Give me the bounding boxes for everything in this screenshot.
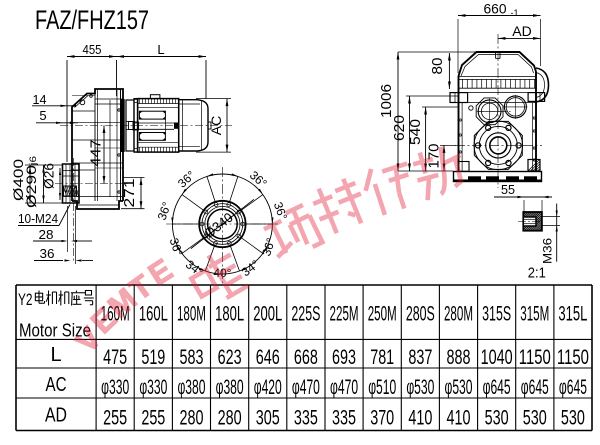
svg-text:φ530: φ530 <box>444 376 472 399</box>
svg-text:φ380: φ380 <box>216 376 244 399</box>
svg-text:781: 781 <box>370 346 394 369</box>
svg-text:1150: 1150 <box>557 346 589 369</box>
svg-text:φ420: φ420 <box>254 376 282 399</box>
svg-text:170: 170 <box>426 144 443 169</box>
svg-text:660: 660 <box>484 1 507 17</box>
svg-text:36°: 36° <box>271 200 290 222</box>
svg-text:φ645: φ645 <box>559 376 587 399</box>
svg-text:280: 280 <box>179 407 203 430</box>
svg-text:370: 370 <box>370 407 394 430</box>
svg-text:FAZ/FHZ157: FAZ/FHZ157 <box>35 5 149 35</box>
svg-text:160L: 160L <box>139 303 168 326</box>
svg-text:271: 271 <box>121 179 138 208</box>
svg-text:55: 55 <box>501 182 515 197</box>
svg-text:1040: 1040 <box>481 346 513 369</box>
svg-text:305: 305 <box>256 407 280 430</box>
svg-text:φ510: φ510 <box>368 376 396 399</box>
svg-text:L: L <box>157 42 164 57</box>
svg-text:AC: AC <box>46 374 67 396</box>
svg-text:315S: 315S <box>482 303 511 326</box>
svg-text:L: L <box>50 344 61 366</box>
svg-text:255: 255 <box>103 407 127 430</box>
svg-text:455: 455 <box>83 42 102 57</box>
svg-text:AD: AD <box>45 405 67 427</box>
svg-text:335: 335 <box>332 407 356 430</box>
svg-text:837: 837 <box>408 346 432 369</box>
svg-text:646: 646 <box>256 346 280 369</box>
svg-text:410: 410 <box>446 407 470 430</box>
svg-text:28: 28 <box>39 227 54 242</box>
svg-text:225M: 225M <box>330 303 359 326</box>
svg-text:-1: -1 <box>511 8 519 18</box>
svg-text:36: 36 <box>40 246 55 261</box>
svg-text:623: 623 <box>218 346 242 369</box>
svg-text:530: 530 <box>561 407 585 430</box>
svg-text:14: 14 <box>33 92 47 107</box>
svg-text:10-M24: 10-M24 <box>18 211 58 226</box>
svg-text:80: 80 <box>429 58 446 75</box>
svg-text:Y2: Y2 <box>18 290 33 309</box>
svg-text:335: 335 <box>294 407 318 430</box>
svg-text:36°: 36° <box>167 236 186 258</box>
svg-text:5: 5 <box>39 108 46 123</box>
svg-text:Ø400: Ø400 <box>11 159 26 201</box>
svg-text:AC: AC <box>208 116 224 135</box>
svg-text:1150: 1150 <box>519 346 551 369</box>
svg-text:M36: M36 <box>541 238 555 264</box>
svg-text:315M: 315M <box>520 303 549 326</box>
svg-text:Ø290j6: Ø290j6 <box>24 156 39 208</box>
svg-text:255: 255 <box>141 407 165 430</box>
svg-text:888: 888 <box>446 346 470 369</box>
svg-text:180M: 180M <box>177 303 206 326</box>
svg-text:410: 410 <box>408 407 432 430</box>
svg-text:φ470: φ470 <box>292 376 320 399</box>
svg-text:225S: 225S <box>291 303 320 326</box>
svg-text:φ530: φ530 <box>406 376 434 399</box>
svg-text:φ645: φ645 <box>521 376 549 399</box>
svg-text:280S: 280S <box>406 303 435 326</box>
svg-text:668: 668 <box>294 346 318 369</box>
svg-text:583: 583 <box>179 346 203 369</box>
svg-text:φ380: φ380 <box>177 376 205 399</box>
svg-text:280M: 280M <box>444 303 473 326</box>
svg-text:Motor Size: Motor Size <box>19 321 91 341</box>
svg-text:250M: 250M <box>368 303 397 326</box>
svg-text:40°: 40° <box>213 266 231 280</box>
svg-text:530: 530 <box>523 407 547 430</box>
svg-text:693: 693 <box>332 346 356 369</box>
svg-text:1006: 1006 <box>378 84 395 118</box>
svg-text:475: 475 <box>103 346 127 369</box>
svg-text:φ330: φ330 <box>139 376 167 399</box>
svg-text:φ470: φ470 <box>330 376 358 399</box>
svg-text:315L: 315L <box>558 303 587 326</box>
svg-text:2:1: 2:1 <box>528 265 546 282</box>
svg-text:Ø26: Ø26 <box>42 163 57 189</box>
svg-text:180L: 180L <box>215 303 244 326</box>
svg-text:36°: 36° <box>155 200 174 222</box>
svg-text:36°: 36° <box>259 236 278 258</box>
svg-text:φ645: φ645 <box>483 376 511 399</box>
svg-text:540: 540 <box>407 119 424 145</box>
svg-text:280: 280 <box>218 407 242 430</box>
svg-text:AD: AD <box>512 23 531 39</box>
svg-text:200L: 200L <box>253 303 282 326</box>
svg-text:620: 620 <box>391 115 408 141</box>
svg-text:160M: 160M <box>101 303 130 326</box>
svg-text:519: 519 <box>141 346 165 369</box>
svg-text:447: 447 <box>88 140 105 167</box>
svg-text:φ330: φ330 <box>101 376 129 399</box>
svg-text:530: 530 <box>485 407 509 430</box>
